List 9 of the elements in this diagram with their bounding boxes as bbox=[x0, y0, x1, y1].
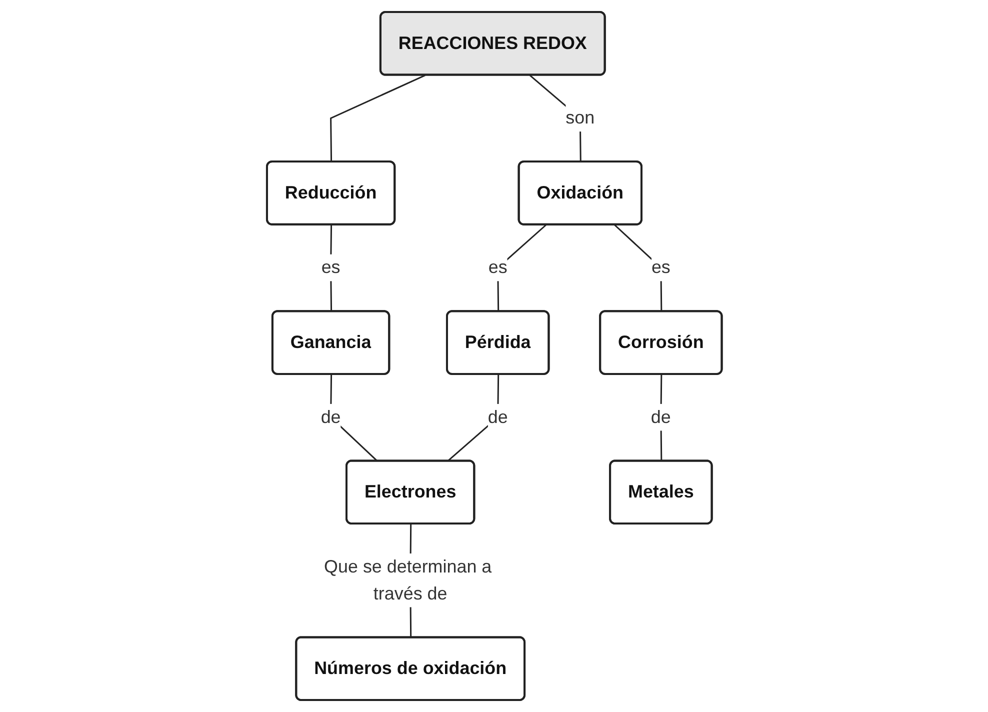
edge-label: es bbox=[488, 257, 507, 278]
edge-label: Que se determinan a través de bbox=[324, 556, 492, 604]
edge-label: es bbox=[651, 257, 670, 278]
edge-label: de bbox=[320, 406, 340, 427]
edge-label: de bbox=[650, 406, 671, 427]
edge-label: de bbox=[487, 406, 508, 427]
connector bbox=[330, 74, 426, 162]
edge-label: son bbox=[565, 108, 594, 128]
edge-label: es bbox=[320, 257, 340, 278]
